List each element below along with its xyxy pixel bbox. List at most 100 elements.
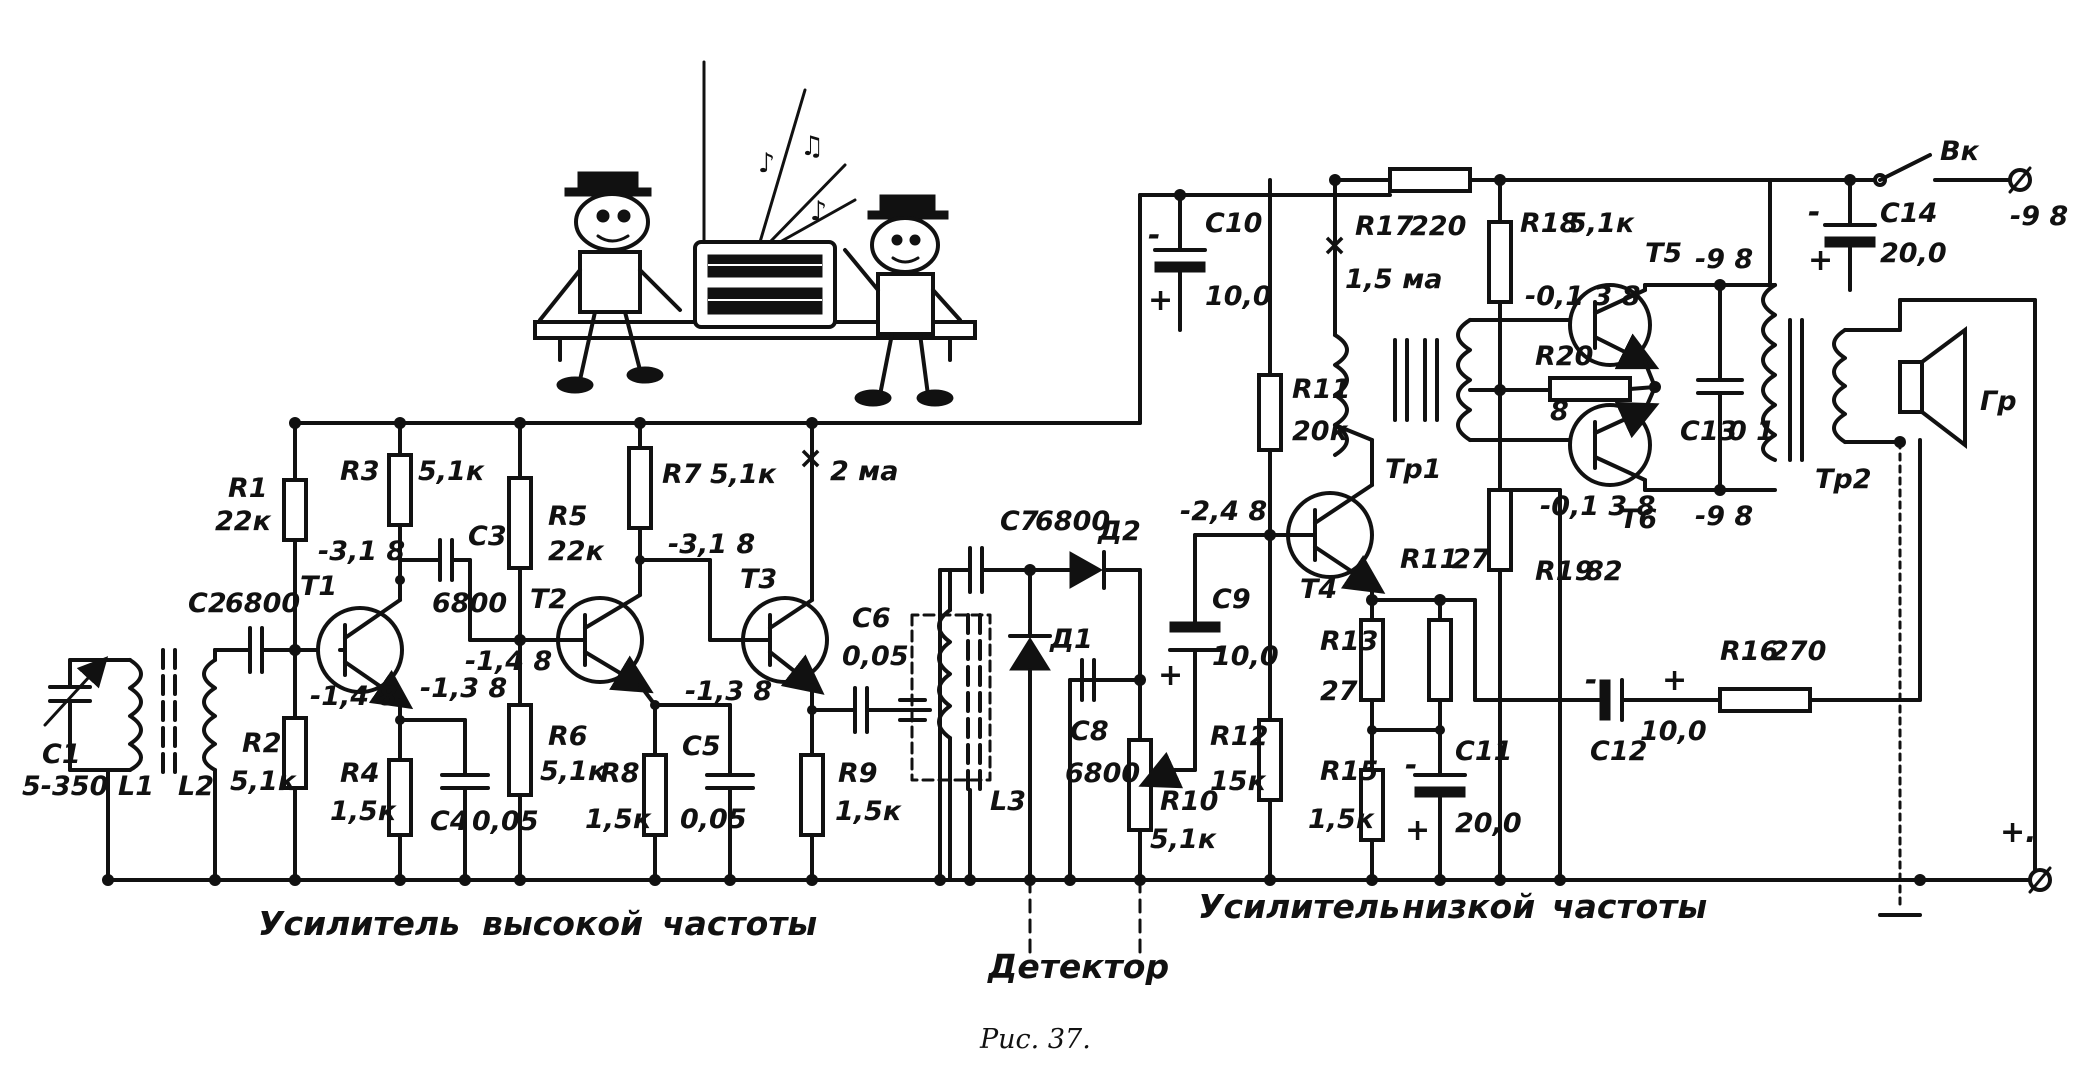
label-c8-value: 6800 bbox=[1065, 758, 1140, 789]
section-hf-word-1: Усилитель bbox=[258, 904, 460, 943]
label-r10: R10 bbox=[1160, 786, 1218, 817]
label-v-t5-b: -0,1 3 8 bbox=[1525, 281, 1640, 312]
section-lf-word-1: Усилитель bbox=[1198, 887, 1400, 926]
label-r4-value: 1,5к bbox=[330, 796, 397, 827]
polarity-plus-c10: + bbox=[1148, 283, 1173, 318]
label-v-t2-c: -3,1 8 bbox=[668, 529, 755, 560]
speaker-symbol bbox=[1898, 326, 1967, 450]
polarity-minus-c10: - bbox=[1148, 218, 1160, 253]
section-labels: Усилитель высокой частоты Детектор Усили… bbox=[258, 887, 1707, 1055]
label-c12: C12 bbox=[1590, 736, 1647, 767]
label-c9: C9 bbox=[1212, 584, 1251, 615]
cartoon-figure-left bbox=[538, 171, 682, 394]
label-t4: T4 bbox=[1300, 574, 1337, 605]
label-tr1: Tp1 bbox=[1385, 454, 1442, 485]
label-v-9b: -9 8 bbox=[1695, 501, 1753, 532]
label-c4: C4 bbox=[430, 806, 469, 837]
label-v-t4-b: -2,4 8 bbox=[1180, 496, 1267, 527]
label-i-tr1: 1,5 ма bbox=[1345, 264, 1443, 295]
label-r11b-value: 27 bbox=[1452, 544, 1490, 575]
label-r13: R13 bbox=[1320, 626, 1378, 657]
label-r11a-value: 20к bbox=[1292, 416, 1349, 447]
label-r8-value: 1,5к bbox=[585, 804, 652, 835]
polarity-minus-c12: - bbox=[1585, 663, 1597, 698]
label-r19: R19 bbox=[1535, 556, 1593, 587]
label-r2: R2 bbox=[242, 728, 282, 759]
radio-receiver-drawing: ♪ ♫ ♪ bbox=[693, 60, 857, 329]
polarity-plus-c11: + bbox=[1405, 813, 1430, 848]
label-plus-terminal: +. bbox=[2000, 815, 2037, 850]
label-t1: T1 bbox=[300, 571, 337, 602]
label-t6: T6 bbox=[1620, 504, 1657, 535]
svg-text:♪: ♪ bbox=[810, 196, 827, 227]
label-c1-value: 5-350 bbox=[22, 771, 108, 802]
label-c3: C3 bbox=[468, 521, 507, 552]
label-c14: C14 bbox=[1880, 198, 1937, 229]
label-r12-value: 15к bbox=[1210, 766, 1267, 797]
label-c14-value: 20,0 bbox=[1880, 238, 1947, 269]
label-c2-value: 6800 bbox=[225, 588, 300, 619]
label-r9-value: 1,5к bbox=[835, 796, 902, 827]
label-t3: T3 bbox=[740, 564, 777, 595]
label-r2-value: 5,1к bbox=[230, 766, 297, 797]
label-r12: R12 bbox=[1210, 721, 1268, 752]
label-l1: L1 bbox=[118, 771, 154, 802]
label-c13: C13 bbox=[1680, 416, 1737, 447]
label-c9-value: 10,0 bbox=[1212, 641, 1279, 672]
label-v-supply: -9 8 bbox=[2010, 201, 2068, 232]
figure-caption: Рис. 37. bbox=[979, 1024, 1091, 1055]
label-r6-value: 5,1к bbox=[540, 756, 607, 787]
component-labels: C1 5-350 L1 L2 C2 6800 R1 22к R2 5,1к R3… bbox=[22, 136, 2068, 855]
section-detector: Детектор bbox=[987, 947, 1169, 986]
label-r7: R7 bbox=[662, 459, 702, 490]
cartoon-figure-right bbox=[843, 194, 962, 407]
label-r5: R5 bbox=[548, 501, 588, 532]
label-v-t2-e: -1,3 8 bbox=[685, 676, 772, 707]
label-r16: R16 bbox=[1720, 636, 1778, 667]
label-c11-value: 20,0 bbox=[1455, 808, 1522, 839]
label-r15: R15 bbox=[1320, 756, 1378, 787]
label-r7-value: 5,1к bbox=[710, 459, 777, 490]
svg-text:×: × bbox=[1322, 228, 1347, 263]
label-c4-value: 0,05 bbox=[472, 806, 539, 837]
label-v-t1-b: -1,4 8 bbox=[310, 681, 397, 712]
svg-text:♪: ♪ bbox=[758, 148, 775, 179]
label-r10-value: 5,1к bbox=[1150, 824, 1217, 855]
label-c5-value: 0,05 bbox=[680, 804, 747, 835]
label-c6-value: 0,05 bbox=[842, 641, 909, 672]
label-r6: R6 bbox=[548, 721, 588, 752]
svg-text:×: × bbox=[798, 441, 823, 476]
label-r5-value: 22к bbox=[548, 536, 605, 567]
svg-text:♫: ♫ bbox=[800, 131, 824, 162]
label-r8: R8 bbox=[600, 758, 640, 789]
label-r17-value: 220 bbox=[1410, 211, 1466, 242]
label-r15-value: 1,5к bbox=[1308, 804, 1375, 835]
label-r18: R18 bbox=[1520, 208, 1578, 239]
label-t5: T5 bbox=[1645, 238, 1682, 269]
label-d1: Д1 bbox=[1049, 624, 1093, 655]
section-lf-word-2: низкой bbox=[1402, 887, 1535, 926]
label-r9: R9 bbox=[838, 758, 878, 789]
label-t2: T2 bbox=[530, 584, 567, 615]
polarity-minus-c11: - bbox=[1405, 748, 1417, 783]
label-c5: C5 bbox=[682, 731, 721, 762]
cartoon-illustration: ♪ ♫ ♪ bbox=[533, 60, 977, 407]
polarity-plus-c9: + bbox=[1158, 658, 1183, 693]
label-r11a: R11 bbox=[1292, 374, 1350, 405]
label-r13-value: 27 bbox=[1320, 676, 1358, 707]
label-c11: C11 bbox=[1455, 736, 1512, 767]
label-v-t6-b: -0,1 3 8 bbox=[1540, 491, 1655, 522]
stage-t3: × bbox=[738, 417, 902, 886]
label-r3-value: 5,1к bbox=[418, 456, 485, 487]
label-r3: R3 bbox=[340, 456, 380, 487]
label-v-9a: -9 8 bbox=[1695, 244, 1753, 275]
section-hf-word-2: высокой bbox=[482, 904, 643, 943]
label-d2: Д2 bbox=[1097, 516, 1141, 547]
power-switch bbox=[1848, 153, 2032, 194]
label-l3: L3 bbox=[990, 786, 1026, 817]
stage-t2 bbox=[507, 417, 755, 886]
label-r20: R20 bbox=[1535, 341, 1593, 372]
label-v-t1-e: -1,3 8 bbox=[420, 673, 507, 704]
label-v-t2-b: -1,4 8 bbox=[465, 646, 552, 677]
